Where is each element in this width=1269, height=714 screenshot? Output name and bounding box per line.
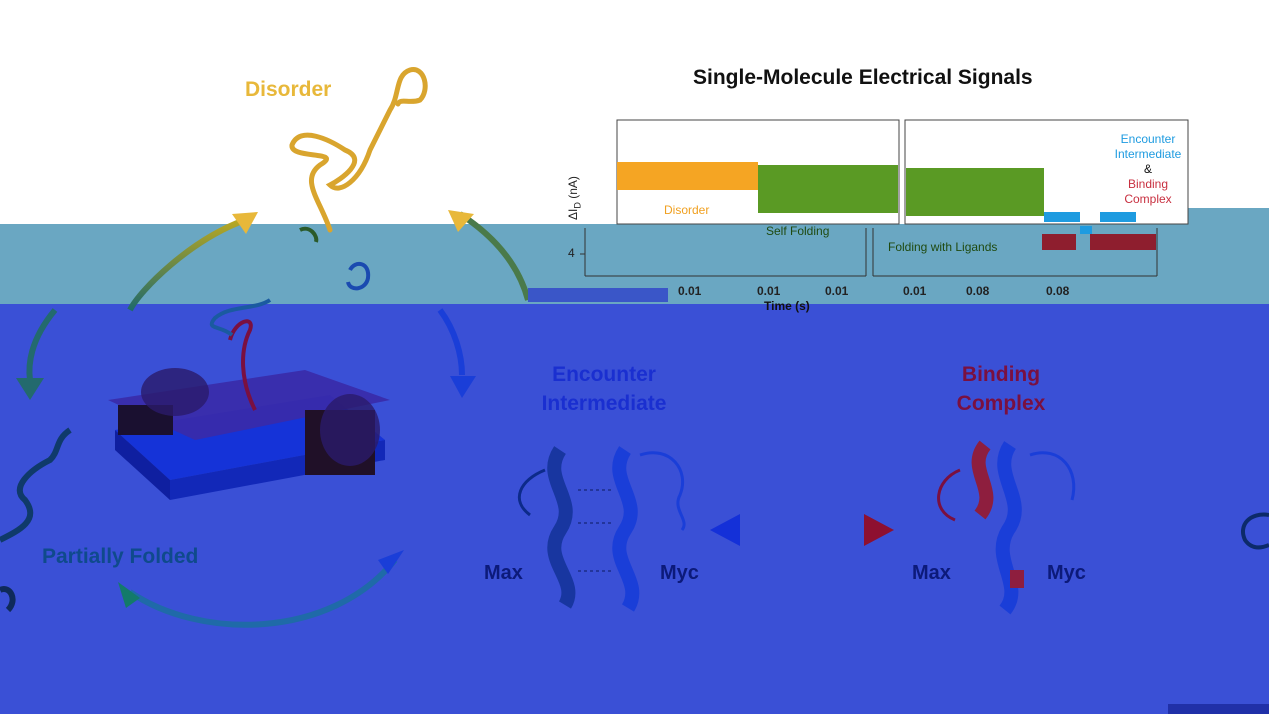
right-edge-fragment — [1241, 512, 1269, 550]
nanopore-device — [108, 298, 390, 500]
x-tick-left-3: 0.01 — [825, 284, 849, 298]
cycle-arrow-bottom — [128, 558, 398, 628]
y-axis-subscript: D — [572, 202, 583, 209]
page-title: Single-Molecule Electrical Signals — [693, 66, 1033, 89]
legend-binding-2: Complex — [1124, 192, 1172, 206]
legend-encounter-2: Intermediate — [1114, 147, 1182, 161]
arrowhead-bottom-left — [118, 582, 140, 608]
cycle-arrow-left — [26, 308, 58, 381]
disorder-protein-tail — [299, 226, 319, 243]
encounter-max-helix — [517, 446, 576, 609]
signal-panel-right — [872, 119, 1189, 277]
encounter-line-1: Encounter — [552, 363, 656, 386]
cycle-arrow-top-left — [127, 217, 247, 312]
equilibrium-arrowhead-left — [710, 514, 740, 546]
signal-panel-left — [580, 119, 900, 277]
disorder-protein-coil — [289, 67, 428, 233]
state-label-encounter: Encounter Intermediate — [520, 360, 688, 418]
state-label-disorder: Disorder — [245, 78, 332, 101]
encounter-myc-helix — [612, 446, 686, 612]
partially-folded-protein — [0, 427, 72, 543]
protein-label-max-binding: Max — [912, 562, 951, 584]
legend-encounter-binding: Encounter Intermediate & Binding Complex — [1108, 132, 1188, 207]
artifact-strip — [528, 288, 668, 302]
arrowhead-disorder-left — [232, 212, 258, 234]
protein-label-myc-binding: Myc — [1047, 562, 1086, 584]
trace-label-folding-ligands: Folding with Ligands — [888, 240, 998, 254]
encounter-line-2: Intermediate — [541, 392, 667, 415]
x-tick-right-3: 0.08 — [1046, 284, 1070, 298]
x-tick-left-2: 0.01 — [757, 284, 781, 298]
protein-label-max-encounter: Max — [484, 562, 523, 584]
arrowhead-encounter — [450, 376, 476, 398]
x-tick-right-1: 0.01 — [903, 284, 927, 298]
background-band-notch — [1180, 208, 1269, 224]
state-label-partially-folded: Partially Folded — [42, 545, 199, 568]
binding-line-2: Complex — [956, 392, 1046, 415]
y-axis-label: ΔID (nA) — [566, 176, 582, 220]
legend-encounter-1: Encounter — [1120, 132, 1176, 146]
partially-folded-coil — [0, 586, 16, 613]
arrowhead-disorder-right — [448, 210, 474, 232]
trace-label-disorder: Disorder — [664, 203, 710, 217]
state-label-binding: Binding Complex — [940, 360, 1062, 418]
arrowhead-bottom-right — [378, 550, 404, 574]
x-axis-label: Time (s) — [764, 299, 810, 313]
y-axis-unit: (nA) — [566, 176, 580, 199]
legend-binding-1: Binding — [1127, 177, 1169, 191]
y-axis-symbol: ΔI — [566, 208, 580, 220]
binding-complex-structure — [937, 440, 1076, 615]
artifact-bottom-right — [1168, 704, 1269, 714]
protein-label-myc-encounter: Myc — [660, 562, 699, 584]
binding-line-1: Binding — [961, 363, 1041, 386]
y-tick-4: 4 — [568, 246, 575, 260]
cycle-arrow-top-right — [458, 211, 531, 301]
x-tick-right-2: 0.08 — [966, 284, 990, 298]
equilibrium-arrowhead-right — [864, 514, 894, 546]
x-tick-left-1: 0.01 — [678, 284, 702, 298]
arrowhead-partial-left — [16, 378, 44, 400]
legend-ampersand: & — [1143, 162, 1152, 176]
blue-fragment — [346, 261, 371, 291]
cycle-arrow-right — [437, 308, 465, 376]
trace-label-self-folding: Self Folding — [766, 224, 830, 238]
